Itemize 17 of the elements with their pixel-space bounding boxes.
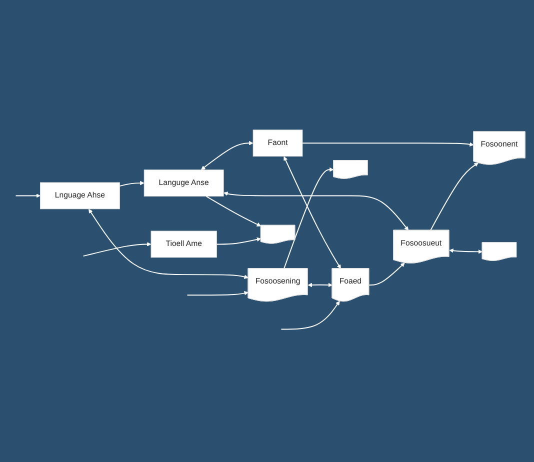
arrow <box>88 208 248 279</box>
arrow <box>201 140 254 170</box>
arrow <box>216 237 262 244</box>
arrow <box>280 300 340 330</box>
arrow <box>449 248 483 254</box>
arrow <box>119 180 144 186</box>
arrow <box>186 290 248 296</box>
arrow <box>15 193 40 198</box>
arrow <box>82 242 152 256</box>
arrow <box>284 156 341 268</box>
arrow <box>206 195 262 226</box>
arrow <box>308 282 332 287</box>
arrow <box>224 191 409 230</box>
arrow <box>430 162 478 231</box>
arrow <box>368 262 405 286</box>
arrow <box>302 142 474 146</box>
arrow <box>284 167 334 269</box>
